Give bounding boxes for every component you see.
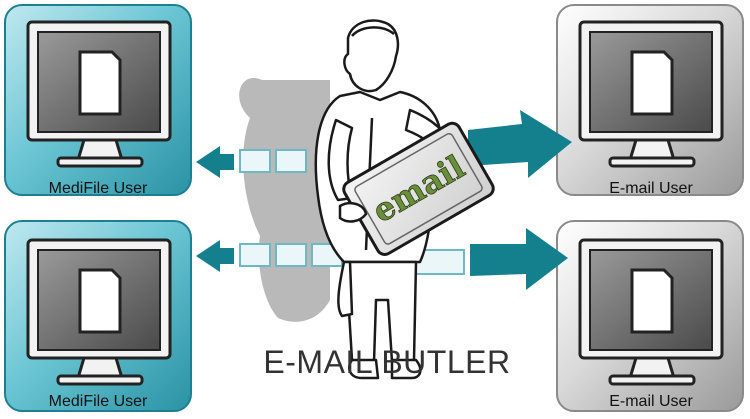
email-user-label: E-mail User [609,180,693,198]
diagram-title: E-MAIL BUTLER [252,344,522,381]
document-icon [80,52,120,114]
medifile-user-label: MediFile User [49,393,148,411]
monitor-icon [580,22,722,166]
monitor-icon [580,240,722,384]
butler-shadow [239,78,330,322]
monitor-icon [28,240,170,384]
document-icon [80,270,120,332]
document-icon [632,270,672,332]
email-user-label: E-mail User [609,393,693,411]
document-icon [632,52,672,114]
monitor-icon [28,22,170,166]
arrow-icon [470,228,568,290]
medifile-user-label: MediFile User [49,180,148,198]
butler-hand [340,203,366,221]
